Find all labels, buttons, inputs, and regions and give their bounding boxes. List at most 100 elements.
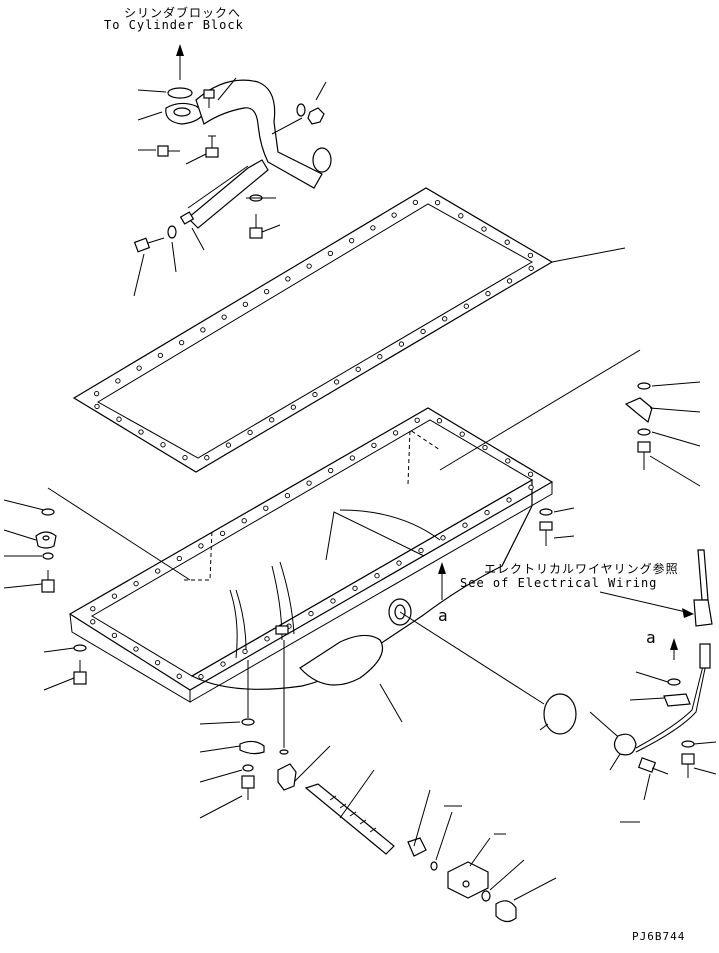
- drain-hose: [304, 783, 395, 855]
- bolt-hole: [182, 454, 188, 461]
- bolt-hole: [221, 314, 227, 320]
- oil-pan-gasket: [72, 187, 626, 473]
- bolt-hole: [178, 339, 185, 346]
- bolt-icon: [133, 237, 165, 253]
- bolt-hole: [414, 417, 420, 423]
- bolt-hole: [418, 547, 424, 554]
- bolt-icon: [539, 521, 553, 546]
- bolt-hole: [440, 535, 446, 541]
- bolt-hole: [242, 301, 249, 308]
- bolt-hole: [90, 606, 96, 612]
- bolt-hole: [349, 455, 355, 461]
- washer-icon: [539, 508, 553, 516]
- bolt-hole: [200, 327, 206, 333]
- bolt-hole: [263, 505, 269, 511]
- bolt-hole: [115, 378, 121, 384]
- suction-pipe: [195, 79, 323, 189]
- reference-a-pan: a: [438, 606, 449, 625]
- bolt-icon: [205, 135, 219, 158]
- o-ring: [481, 890, 491, 902]
- bolt-hole: [355, 366, 361, 372]
- bolt-hole: [242, 648, 248, 655]
- washer-icon: [73, 644, 87, 652]
- bolt-hole: [93, 390, 100, 397]
- washer-icon: [42, 552, 54, 560]
- bolt-hole: [370, 225, 376, 231]
- arrow-up-icon: [670, 638, 678, 650]
- bolt-hole: [198, 674, 204, 680]
- bolt-icon: [241, 775, 255, 800]
- bolt-hole: [220, 661, 226, 667]
- bolt-hole: [327, 250, 334, 257]
- bolt-hole: [506, 497, 512, 503]
- bolt-hole: [306, 480, 312, 486]
- bolt-hole: [398, 341, 405, 347]
- bolt-hole: [285, 276, 291, 282]
- bolt-hole: [485, 290, 491, 297]
- bolt-hole: [176, 673, 182, 679]
- nut-icon: [307, 107, 325, 125]
- bolt-hole: [312, 391, 318, 398]
- drawing-code: PJ6B744: [632, 930, 686, 943]
- bolt-hole: [306, 263, 312, 269]
- bolt-hole: [155, 568, 161, 574]
- pan-bolt-holes: [90, 417, 534, 680]
- bolt-hole: [436, 418, 443, 424]
- bolt-hole: [458, 213, 464, 219]
- drain-plug: [495, 900, 517, 923]
- bolt-hole: [391, 212, 397, 218]
- bolt-hole: [284, 493, 291, 499]
- bolt-icon: [157, 145, 180, 157]
- bolt-hole: [136, 365, 142, 371]
- bolt-hole: [116, 416, 122, 422]
- sensor-connector: [699, 643, 711, 669]
- bolt-icon: [41, 570, 55, 593]
- bolt-hole: [290, 404, 296, 410]
- label-wiring-jp: エレクトリカルワイヤリング参照: [484, 562, 679, 576]
- bolt-hole: [481, 226, 487, 232]
- washer-icon: [681, 740, 695, 748]
- washer-icon: [41, 508, 55, 516]
- washer-icon: [296, 103, 306, 117]
- bolt-hole: [348, 237, 355, 244]
- wiring-reference: [438, 549, 713, 627]
- bolt-hole: [225, 442, 232, 448]
- bolt-hole: [420, 328, 426, 335]
- pipe-end: [312, 147, 332, 173]
- bolt-hole: [133, 646, 139, 652]
- bolt-hole: [374, 573, 380, 579]
- bolt-hole: [154, 659, 161, 666]
- gasket-bolt-holes: [93, 199, 534, 461]
- bolt-hole: [442, 316, 448, 322]
- o-ring: [167, 87, 193, 99]
- elbow: [277, 763, 297, 791]
- bolt-hole: [138, 429, 144, 435]
- bolt-hole: [482, 444, 488, 451]
- washer-icon: [167, 225, 177, 239]
- bolt-hole: [484, 509, 490, 516]
- gasket-plate: [239, 740, 265, 755]
- washer-icon: [637, 428, 651, 436]
- drain-parts: [379, 611, 717, 823]
- bolt-hole: [328, 467, 334, 474]
- bolt-hole: [527, 252, 534, 259]
- bolt-hole: [528, 484, 534, 490]
- bolt-hole: [241, 518, 247, 524]
- bolt-hole: [204, 455, 210, 461]
- bolt-hole: [308, 610, 314, 617]
- oil-level-sensor: [613, 733, 637, 756]
- bolt-hole: [505, 458, 511, 464]
- bolt-hole: [396, 560, 402, 566]
- bolt-hole: [392, 430, 399, 436]
- o-ring: [279, 749, 289, 755]
- bolt-icon: [637, 441, 651, 470]
- bolt-hole: [434, 199, 441, 206]
- bolt-hole: [111, 632, 118, 639]
- bolt-icon: [73, 660, 87, 685]
- washer-icon: [242, 764, 254, 772]
- oil-pan: [68, 407, 554, 703]
- label-wiring-en: See of Electrical Wiring: [460, 576, 658, 590]
- bolt-hole: [176, 555, 182, 562]
- bolt-hole: [412, 199, 419, 206]
